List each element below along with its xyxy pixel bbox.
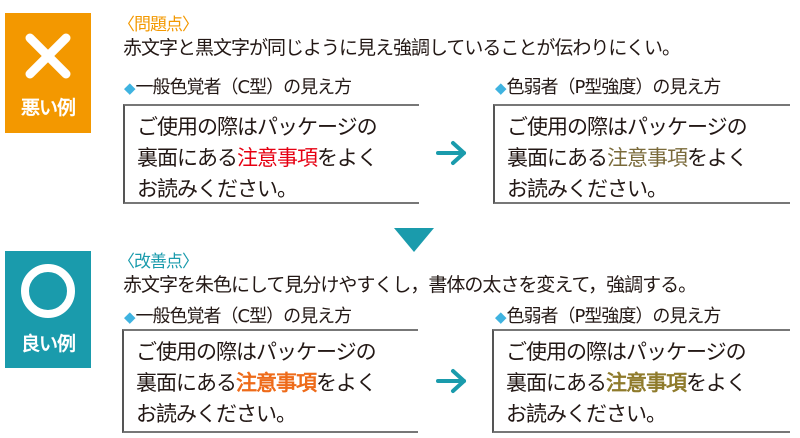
highlighted-text: 注意事項 <box>606 371 687 395</box>
weak-vision-caption: ◆色弱者（P型強度）の見え方 <box>495 77 721 98</box>
highlighted-text: 注意事項 <box>236 371 317 395</box>
problem-heading: 〈問題点〉 <box>118 15 199 35</box>
cross-icon <box>25 33 71 79</box>
diamond-bullet-icon: ◆ <box>495 308 507 326</box>
arrow-right-icon <box>436 369 466 393</box>
circle-icon <box>21 264 75 318</box>
normal-vision-caption: ◆一般色覚者（C型）の見え方 <box>124 306 352 327</box>
diamond-bullet-icon: ◆ <box>495 79 507 97</box>
highlighted-text: 注意事項 <box>607 146 688 170</box>
problem-description: 赤文字と黒文字が同じように見え強調していることが伝わりにくい。 <box>123 37 681 59</box>
badge-label: 良い例 <box>20 333 76 355</box>
sample-text-box-weak: ご使用の際はパッケージの 裏面にある注意事項をよく お読みください。 <box>493 104 790 204</box>
sample-text-box-normal: ご使用の際はパッケージの 裏面にある注意事項をよく お読みください。 <box>123 104 419 204</box>
diamond-bullet-icon: ◆ <box>124 308 136 326</box>
sample-text-box-normal: ご使用の際はパッケージの 裏面にある注意事項をよく お読みください。 <box>122 329 418 433</box>
improvement-description: 赤文字を朱色にして見分けやすくし，書体の太さを変えて，強調する。 <box>123 274 697 296</box>
improvement-heading: 〈改善点〉 <box>118 252 199 272</box>
highlighted-text: 注意事項 <box>237 146 318 170</box>
good-example-badge: 良い例 <box>5 251 91 368</box>
diamond-bullet-icon: ◆ <box>124 79 136 97</box>
badge-label: 悪い例 <box>20 97 76 119</box>
normal-vision-caption: ◆一般色覚者（C型）の見え方 <box>124 77 352 98</box>
sample-text-box-weak: ご使用の際はパッケージの 裏面にある注意事項をよく お読みください。 <box>492 329 790 433</box>
arrow-right-icon <box>436 141 466 165</box>
bad-example-badge: 悪い例 <box>5 13 91 133</box>
weak-vision-caption: ◆色弱者（P型強度）の見え方 <box>495 306 721 327</box>
triangle-down-icon <box>394 228 434 252</box>
